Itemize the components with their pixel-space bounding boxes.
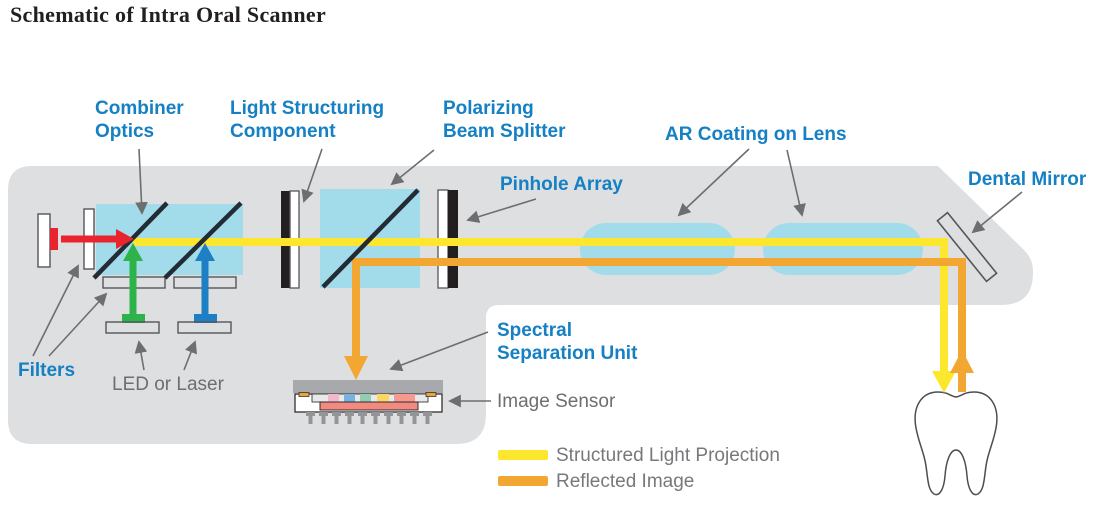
blue-led-holder [177, 321, 232, 334]
label-led-or-laser: LED or Laser [112, 374, 224, 395]
callout-light-structuring: Light Structuring Component [230, 98, 385, 142]
legend-swatch-reflected [498, 476, 548, 486]
callout-polarizing-beam-splitter: Polarizing Beam Splitter [443, 98, 566, 142]
pointer-ar-lens-1 [677, 148, 750, 217]
pixel-pink [328, 394, 339, 402]
reflected-image-beam [344, 258, 974, 392]
green-led-chip [122, 314, 145, 323]
pointer-led-2 [183, 340, 197, 371]
reflected-image-up-arrowhead [950, 350, 974, 373]
sensor-pins [306, 412, 432, 424]
callout-spectral-separation: Spectral Separation Unit [497, 320, 638, 364]
red-laser-arrow [61, 229, 134, 249]
legend-label-structured: Structured Light Projection [556, 445, 780, 466]
pixel-teal [360, 394, 371, 402]
label-image-sensor: Image Sensor [497, 391, 616, 412]
legend-label-reflected: Reflected Image [556, 471, 695, 492]
green-led-arrow [123, 243, 143, 316]
lens-1 [580, 223, 735, 275]
pointer-led-1 [134, 340, 148, 371]
legend-swatch-structured [498, 450, 548, 460]
sensor-cover-bar [293, 380, 443, 393]
pixel-blue [344, 394, 355, 402]
callout-combiner-optics: Combiner Optics [95, 98, 184, 142]
reflected-image-down-arrowhead [344, 356, 368, 380]
image-sensor-assembly [293, 380, 443, 424]
pixel-yellow [377, 394, 389, 402]
pointer-ar-lens-2 [786, 149, 806, 217]
blue-led-chip [194, 314, 217, 323]
green-led-holder [105, 321, 160, 334]
callout-pointers [32, 148, 1023, 408]
lens-2 [763, 223, 923, 275]
page-title: Schematic of Intra Oral Scanner [10, 2, 327, 27]
bond-pad-left [298, 392, 310, 397]
pointer-spectral [389, 331, 489, 372]
pointer-combiner [135, 148, 148, 215]
pointer-dental-mirror [971, 191, 1023, 234]
combiner-diagonal-2 [163, 201, 243, 280]
red-emitter [50, 228, 58, 250]
callout-ar-coating: AR Coating on Lens [665, 124, 847, 145]
pixel-salmon [394, 394, 415, 402]
structured-light-arrowhead [932, 371, 956, 393]
callout-dental-mirror: Dental Mirror [968, 169, 1087, 190]
blue-led-arrow [195, 243, 215, 316]
bond-pad-right [425, 392, 437, 397]
dental-mirror-glass [936, 211, 998, 283]
structured-light-beam [133, 238, 956, 393]
pointer-pinhole [466, 198, 537, 223]
callout-pinhole-array: Pinhole Array [500, 174, 623, 195]
callout-filters: Filters [18, 360, 76, 381]
pointer-filters-1 [32, 264, 79, 357]
pointer-polarizing [390, 149, 435, 186]
sensor-die [319, 401, 419, 411]
polarizing-diagonal [321, 188, 420, 289]
tooth [914, 391, 998, 496]
pointer-light-structuring [301, 148, 323, 203]
pointer-filters-2 [48, 292, 108, 357]
source-housing [37, 213, 51, 268]
